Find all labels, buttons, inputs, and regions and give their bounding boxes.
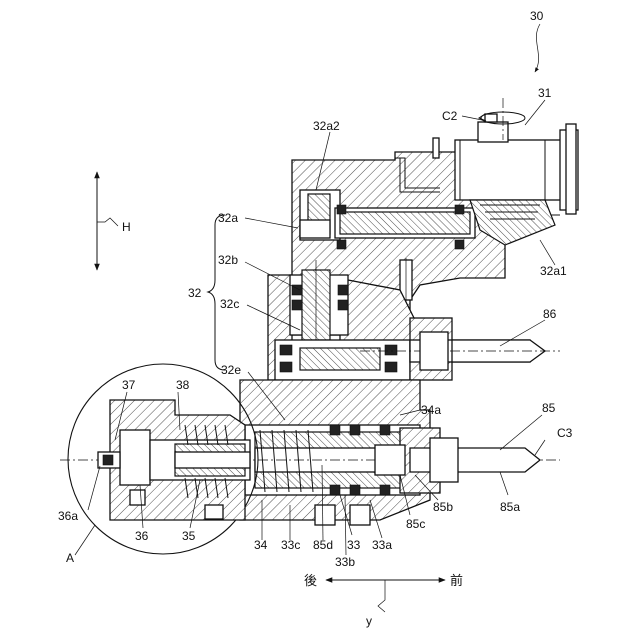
detail-circle-A: [68, 364, 258, 554]
label-33b: 33b: [335, 555, 355, 569]
label-31: 31: [538, 86, 552, 100]
shaft-85: [375, 428, 540, 493]
label-32b: 32b: [218, 253, 238, 267]
label-33c: 33c: [281, 538, 300, 552]
label-32a: 32a: [218, 211, 238, 225]
label-34: 34: [254, 538, 268, 552]
label-35: 35: [182, 529, 196, 543]
label-33: 33: [347, 538, 361, 552]
label-85d: 85d: [313, 538, 333, 552]
label-33a: 33a: [372, 538, 392, 552]
label-86: 86: [543, 307, 557, 321]
label-32c: 32c: [220, 297, 239, 311]
label-32e: 32e: [221, 363, 241, 377]
label-y: y: [366, 614, 372, 628]
label-85b: 85b: [433, 500, 453, 514]
label-36a: 36a: [58, 509, 78, 523]
label-32a2: 32a2: [313, 119, 340, 133]
bracket-32: [208, 215, 225, 370]
label-85: 85: [542, 401, 556, 415]
label-a: A: [66, 551, 74, 565]
label-38: 38: [176, 378, 190, 392]
label-30: 30: [530, 9, 544, 23]
label-85c: 85c: [406, 517, 425, 531]
label-32: 32: [188, 286, 202, 300]
label-32a1: 32a1: [540, 264, 567, 278]
label-37: 37: [122, 378, 136, 392]
label-front: 前: [450, 573, 463, 589]
label-c3: C3: [557, 426, 573, 440]
label-85a: 85a: [500, 500, 520, 514]
label-34a: 34a: [421, 403, 441, 417]
label-h: H: [122, 220, 131, 234]
label-c2: C2: [442, 109, 458, 123]
label-36: 36: [135, 529, 149, 543]
label-rear: 後: [304, 574, 317, 589]
